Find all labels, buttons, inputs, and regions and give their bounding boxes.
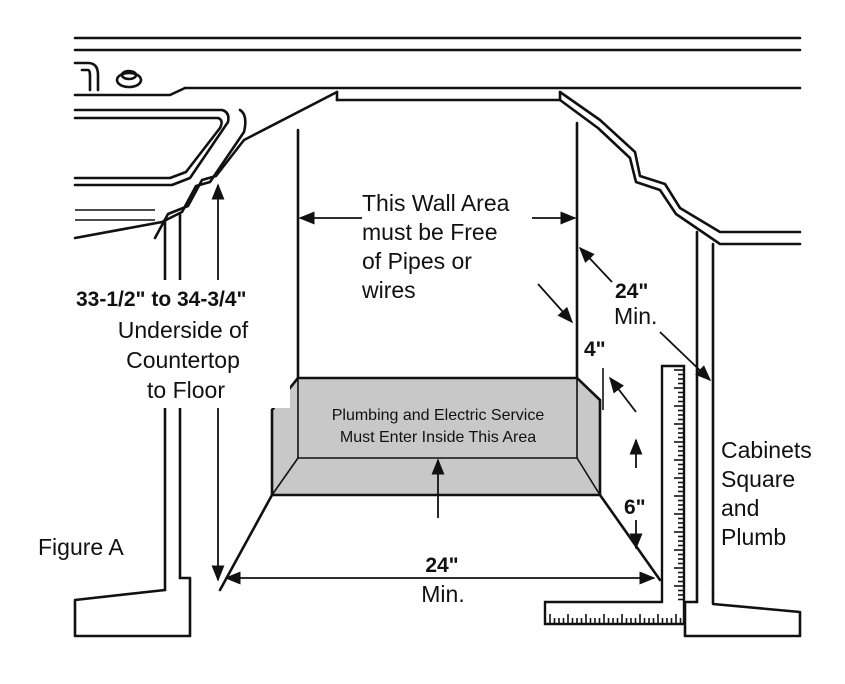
cabinet-note-line-3: and — [721, 495, 759, 521]
cabinet-note-line-2: Square — [721, 466, 795, 492]
wall-note-line-1: This Wall Area — [362, 190, 510, 216]
right-counter-edge — [335, 90, 802, 246]
carpenter-square — [543, 364, 686, 626]
service-area: Plumbing and Electric Service Must Enter… — [270, 376, 602, 518]
service-note-line-2: Must Enter Inside This Area — [340, 429, 536, 446]
countertop — [73, 36, 802, 90]
height-desc-line-2: Countertop — [126, 347, 240, 373]
bottom-offset-value: 6" — [624, 496, 646, 519]
wall-note-line-4: wires — [361, 277, 416, 303]
sink — [73, 61, 230, 221]
service-note-line-1: Plumbing and Electric Service — [332, 407, 545, 424]
cabinet-note: Cabinets Square and Plumb — [721, 437, 812, 550]
height-value: 33-1/2" to 34-3/4" — [76, 288, 247, 311]
height-desc-line-3: to Floor — [147, 377, 225, 403]
opening-back-wall — [296, 121, 579, 380]
cabinet-note-line-1: Cabinets — [721, 437, 812, 463]
wall-note-line-3: of Pipes or — [362, 248, 472, 274]
left-counter-edge — [73, 90, 339, 240]
side-clearance-value: 24" — [615, 280, 648, 303]
figure-label: Figure A — [38, 534, 124, 560]
height-dimension: 33-1/2" to 34-3/4" Underside of Countert… — [70, 183, 290, 582]
top-offset-dimension: 4" — [584, 338, 637, 413]
side-clearance-unit: Min. — [614, 303, 657, 329]
height-desc-line-1: Underside of — [118, 317, 249, 343]
cabinet-note-line-4: Plumb — [721, 524, 786, 550]
wall-width-dimension: This Wall Area must be Free of Pipes or … — [298, 190, 577, 303]
side-clearance-dimension: 24" Min. — [537, 246, 712, 382]
wall-note-line-2: must be Free — [362, 219, 498, 245]
right-cabinet — [683, 230, 802, 638]
width-clearance-unit: Min. — [421, 581, 464, 607]
bottom-offset-dimension: 6" — [624, 438, 646, 550]
width-clearance-value: 24" — [425, 554, 458, 577]
top-offset-value: 4" — [584, 338, 606, 361]
width-clearance-dimension: 24" Min. — [224, 553, 656, 607]
left-cabinet — [73, 212, 192, 638]
